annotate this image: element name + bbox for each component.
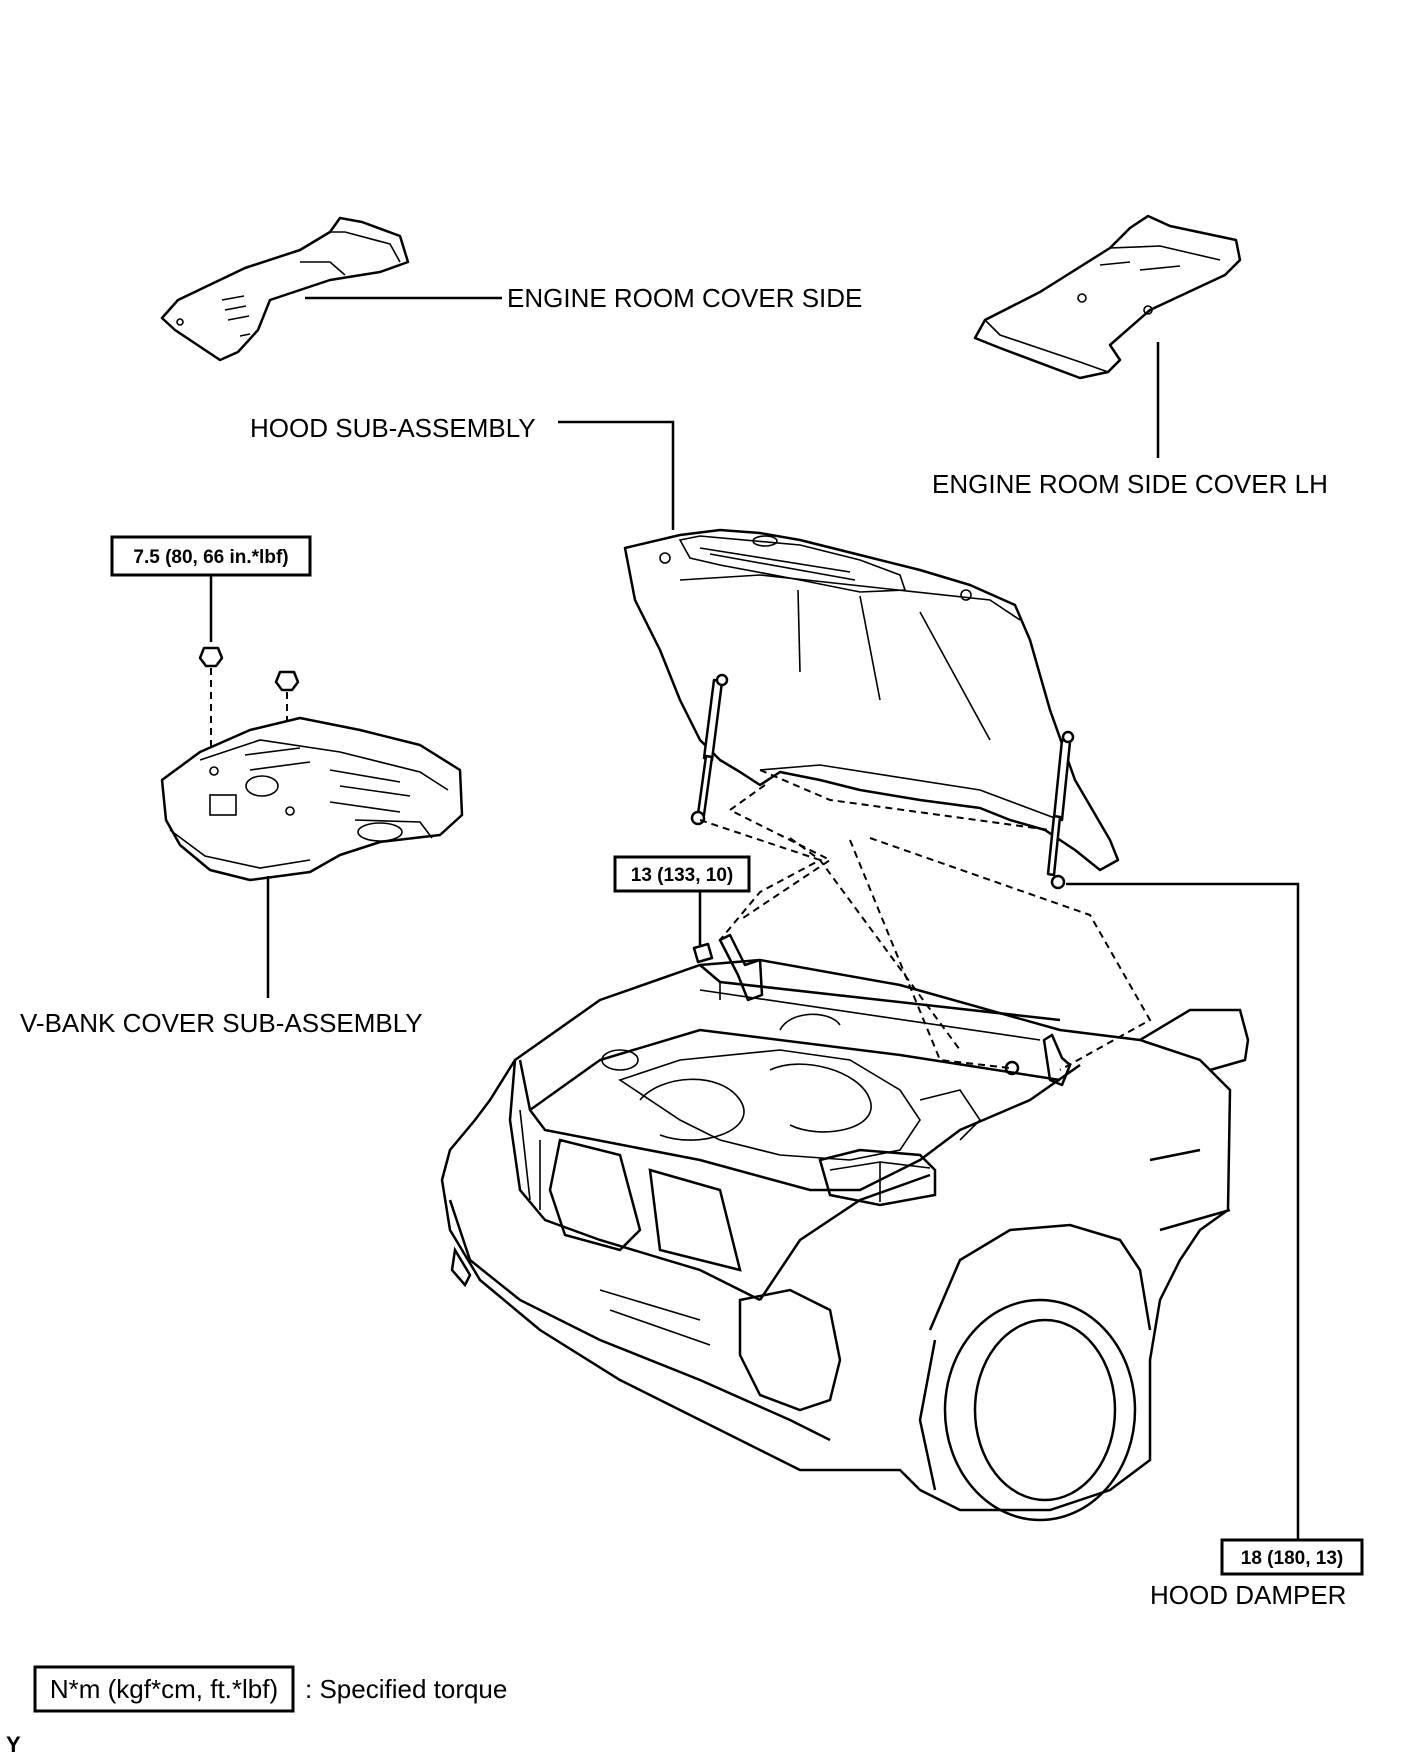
- hood-damper-right: [1046, 730, 1075, 890]
- hood-sub-assembly-leader: [558, 420, 675, 530]
- engine-room-cover-side-label: ENGINE ROOM COVER SIDE: [507, 283, 862, 313]
- vehicle-body: [440, 958, 1250, 1522]
- engine-room-side-cover-lh-label: ENGINE ROOM SIDE COVER LH: [932, 469, 1328, 499]
- v-bank-cover-part: [160, 716, 464, 882]
- hood-damper-left: [690, 673, 729, 826]
- figure-code: Y: [6, 1732, 21, 1757]
- hood-part: [623, 528, 1120, 872]
- v-bank-cover-sub-assembly-label: V-BANK COVER SUB-ASSEMBLY: [20, 1008, 423, 1038]
- hood-damper-bolt-torque-box: [1220, 1538, 1364, 1576]
- hood-damper-leader: [1066, 882, 1300, 1540]
- hood-damper-label: HOOD DAMPER: [1150, 1580, 1346, 1610]
- hood-sub-assembly-label: HOOD SUB-ASSEMBLY: [250, 413, 536, 443]
- hood-hinge-bolt-torque-box: [613, 855, 751, 893]
- engine-room-side-cover-lh-part: [973, 214, 1242, 380]
- hood-hinge-left: [718, 933, 764, 1002]
- legend-unit-box: [33, 1665, 295, 1713]
- legend-description: : Specified torque: [305, 1674, 507, 1704]
- hood-hinge-bolt-torque: 13 (133, 10): [631, 865, 733, 886]
- engine-room-cover-side-part: [160, 216, 410, 362]
- v-bank-nut-torque: 7.5 (80, 66 in.*lbf): [133, 547, 288, 568]
- legend-unit: N*m (kgf*cm, ft.*lbf): [50, 1674, 278, 1704]
- hood-damper-bolt-torque: 18 (180, 13): [1241, 1548, 1343, 1569]
- alignment-lines: [699, 769, 1152, 1071]
